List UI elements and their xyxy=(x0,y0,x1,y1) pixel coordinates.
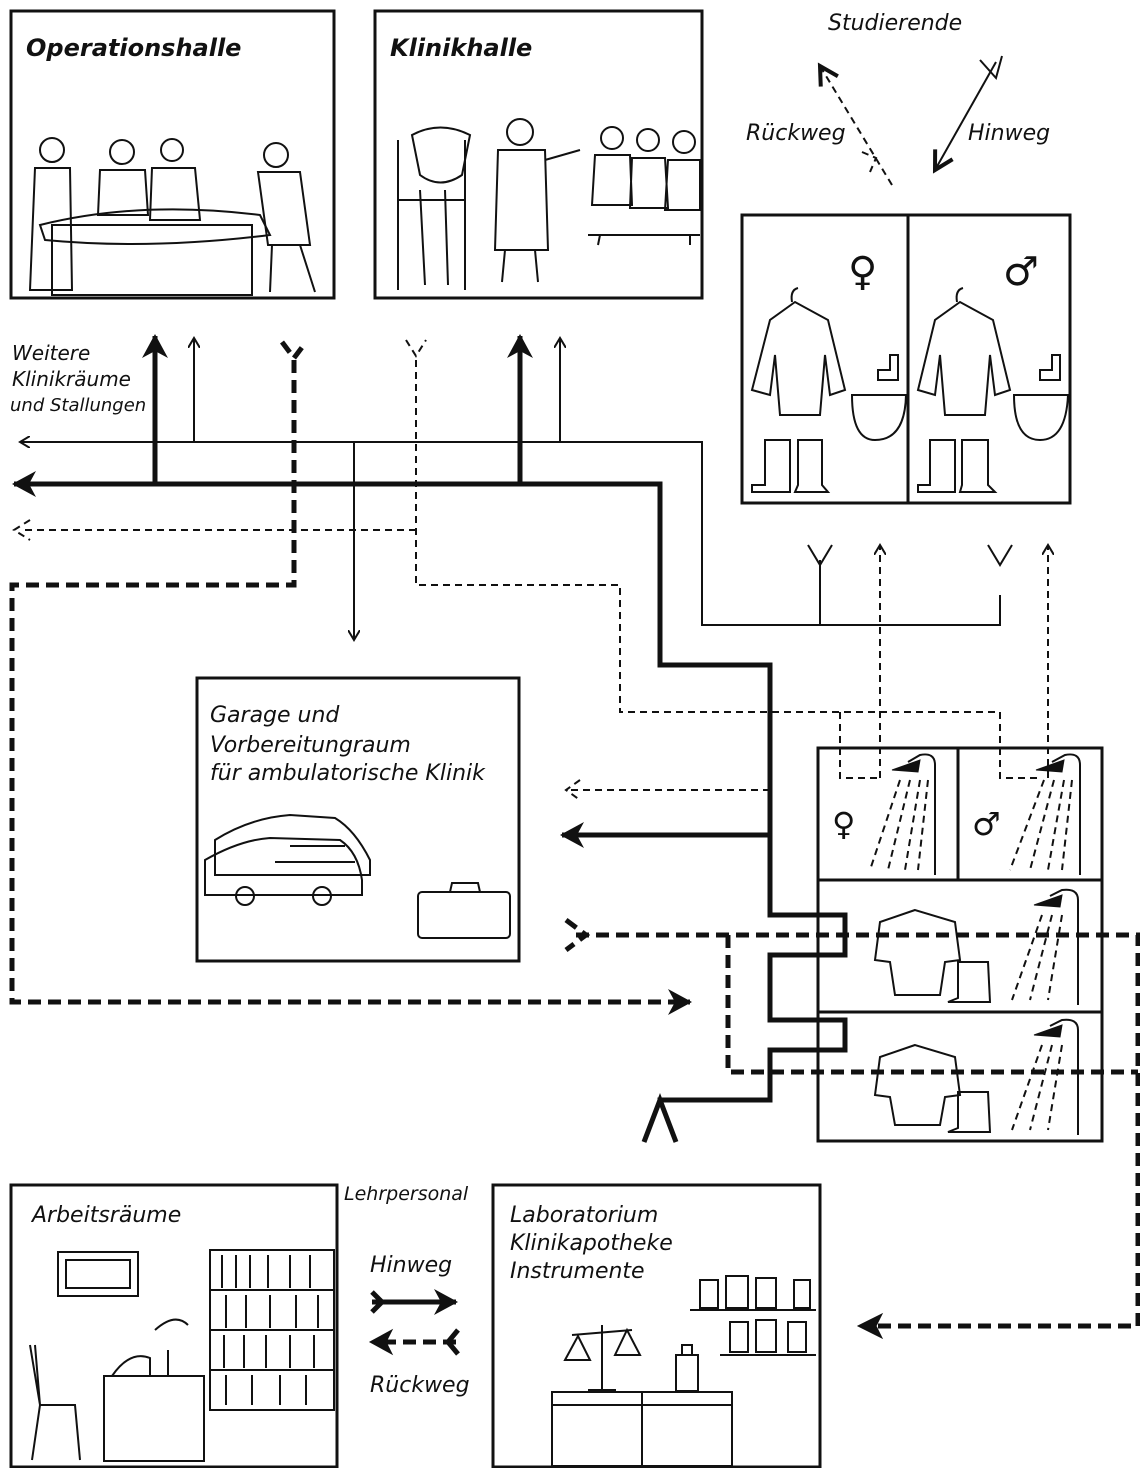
surgery-illustration xyxy=(28,137,316,296)
staff-return-label: Rückweg xyxy=(370,1373,470,1398)
lab-illustration xyxy=(551,1275,816,1467)
operationshalle-box xyxy=(9,9,336,300)
labor-label-1: Laboratorium xyxy=(510,1203,658,1228)
thick-dashed-tail-top xyxy=(280,340,308,363)
thick-dashed-route xyxy=(9,360,692,1015)
garage-label-2: Vorbereitungraum xyxy=(210,733,411,758)
male-symbol-shower: ♂ xyxy=(972,805,1001,843)
students-outward-label: Hinweg xyxy=(968,121,1050,146)
female-symbol-shower: ♀ xyxy=(832,805,855,843)
staff-outward-tail xyxy=(370,1290,386,1314)
thick-dashed-shower-loop xyxy=(576,932,1140,1329)
arbeitsraeume-box xyxy=(9,1183,339,1468)
staff-return-tail xyxy=(444,1328,460,1356)
thin-main-route xyxy=(20,442,1001,626)
garage-illustration xyxy=(204,813,511,939)
arbeitsraeume-label: Arbeitsräume xyxy=(30,1203,181,1228)
thin-dashed-tail-left xyxy=(12,519,31,541)
students-return-tail xyxy=(861,151,878,173)
thick-dashed-lab-arrowhead xyxy=(856,1312,884,1340)
thin-fork-right xyxy=(987,544,1013,567)
office-illustration xyxy=(29,1249,335,1462)
thick-dashed-shower-loop2 xyxy=(725,935,1138,1075)
changing-room-illustration xyxy=(750,287,1070,493)
thin-fork-left xyxy=(807,544,833,567)
other-rooms-label-3: und Stallungen xyxy=(10,395,146,416)
female-symbol-changing: ♀ xyxy=(848,249,877,295)
thin-dashed-tail-top xyxy=(405,339,427,358)
other-rooms-label-2: Klinikräume xyxy=(12,367,131,391)
students-outward-tail xyxy=(979,55,1003,81)
staff-return-arrowhead xyxy=(368,1328,394,1356)
klinikhalle-label: Klinikhalle xyxy=(390,34,532,62)
garage-label-1: Garage und xyxy=(210,703,340,728)
shower-illustration xyxy=(869,753,1081,1135)
other-rooms-label-1: Weitere xyxy=(12,341,90,365)
thin-dashed-route xyxy=(415,360,1040,779)
shower-block-box xyxy=(816,746,1104,1143)
students-outward-arrow xyxy=(935,61,997,170)
staff-outward-label: Hinweg xyxy=(370,1253,452,1278)
male-symbol-changing: ♂ xyxy=(1003,249,1039,295)
student-changing-room-box xyxy=(740,213,1072,505)
labor-label-3: Instrumente xyxy=(510,1259,645,1284)
klinikhalle-box xyxy=(373,9,704,300)
thick-tail-bottom xyxy=(641,1092,679,1143)
studierende-label: Studierende xyxy=(828,11,962,36)
garage-box xyxy=(195,676,521,963)
clinic-hall-illustration xyxy=(397,118,701,290)
thin-dashed-female-shower xyxy=(839,712,880,779)
lehrpersonal-label: Lehrpersonal xyxy=(344,1183,469,1205)
garage-label-3: für ambulatorische Klinik xyxy=(210,761,486,786)
thick-main-route xyxy=(12,471,848,1105)
students-return-label: Rückweg xyxy=(746,121,846,146)
operationshalle-label: Operationshalle xyxy=(26,34,241,62)
labor-label-2: Klinikapotheke xyxy=(510,1231,673,1256)
thin-dashed-tail-garage xyxy=(564,779,581,801)
thick-dashed-tail-shower xyxy=(564,918,591,952)
